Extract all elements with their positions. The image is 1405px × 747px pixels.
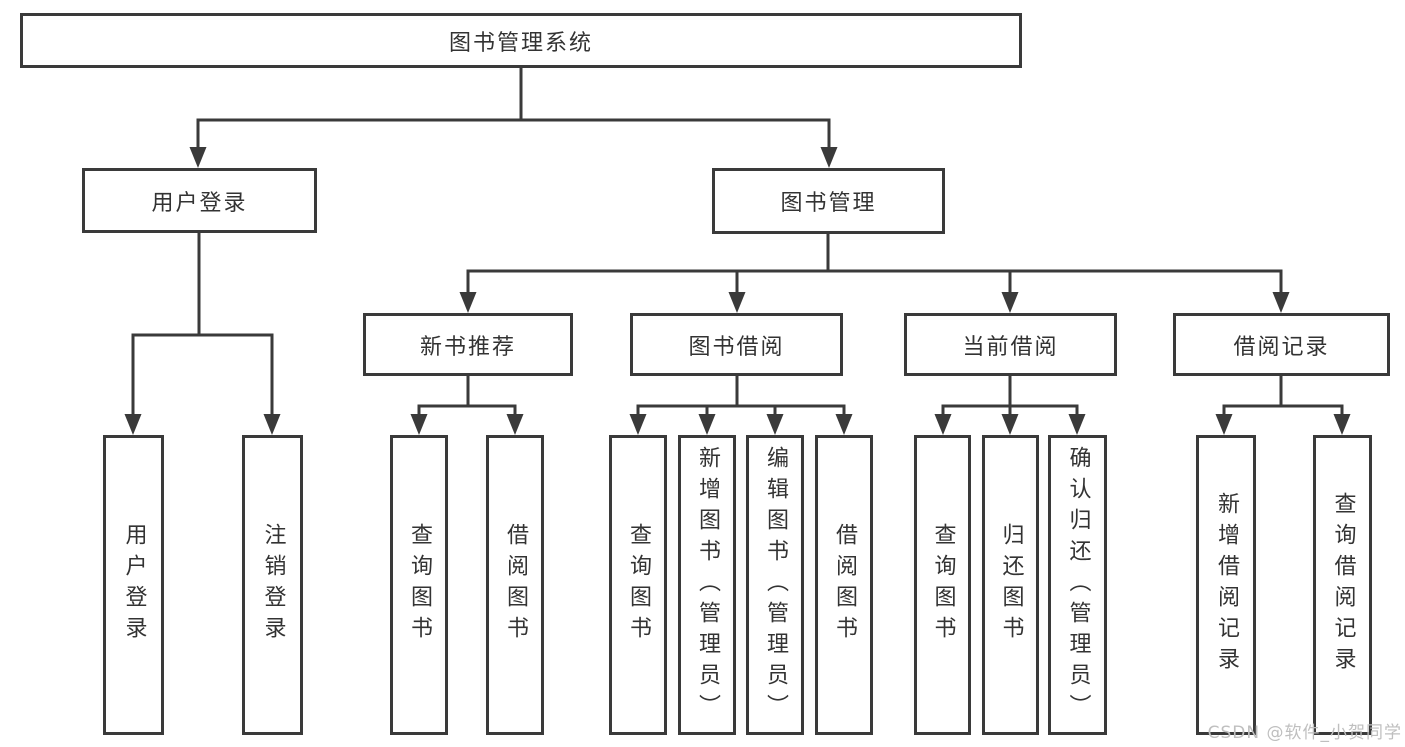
node-book-borrowing-label: 图书借阅 — [688, 334, 785, 360]
node-user-login-label: 用户登录 — [151, 190, 248, 216]
leaf-br-add-record: 新增借阅记录 — [1196, 435, 1256, 735]
connector-borrowing-records — [1215, 376, 1351, 435]
leaf-bb-borrow-books-label: 借阅图书 — [832, 523, 857, 647]
node-current-borrowing-label: 当前借阅 — [962, 334, 1059, 360]
leaf-cb-query-books-label: 查询图书 — [930, 523, 956, 647]
node-current-borrowing: 当前借阅 — [904, 313, 1117, 376]
leaf-cb-return-books: 归还图书 — [982, 435, 1039, 735]
leaf-nb-query-books-label: 查询图书 — [407, 523, 432, 647]
leaf-bb-edit-books-admin: 编辑图书（管理员） — [746, 435, 804, 735]
leaf-cb-confirm-return-admin-label: 确认归还（管理员） — [1065, 445, 1091, 725]
leaf-br-add-record-label: 新增借阅记录 — [1214, 492, 1239, 678]
leaf-logout-login-label: 注销登录 — [260, 523, 286, 647]
leaf-br-query-record: 查询借阅记录 — [1313, 435, 1372, 735]
node-book-management-label: 图书管理 — [780, 191, 877, 216]
node-borrowing-records-label: 借阅记录 — [1233, 334, 1330, 360]
leaf-bb-query-books: 查询图书 — [609, 435, 667, 735]
connector-root — [189, 68, 838, 168]
leaf-cb-return-books-label: 归还图书 — [998, 523, 1024, 647]
leaf-nb-borrow-books: 借阅图书 — [486, 435, 544, 735]
leaf-nb-query-books: 查询图书 — [390, 435, 448, 735]
leaf-user-login: 用户登录 — [103, 435, 164, 735]
leaf-bb-add-books-admin-label: 新增图书（管理员） — [695, 445, 720, 725]
connector-current-borrowing — [934, 376, 1086, 435]
node-root: 图书管理系统 — [20, 13, 1022, 68]
leaf-logout-login: 注销登录 — [242, 435, 303, 735]
node-root-label: 图书管理系统 — [448, 30, 593, 56]
node-borrowing-records: 借阅记录 — [1173, 313, 1390, 376]
node-book-management: 图书管理 — [712, 168, 945, 234]
leaf-bb-add-books-admin: 新增图书（管理员） — [678, 435, 736, 735]
connector-book-management — [459, 234, 1290, 313]
connector-book-borrowing — [629, 376, 853, 435]
node-new-book-recommendation: 新书推荐 — [363, 313, 573, 376]
leaf-cb-confirm-return-admin: 确认归还（管理员） — [1048, 435, 1107, 735]
leaf-bb-edit-books-admin-label: 编辑图书（管理员） — [763, 445, 788, 725]
connector-user-login — [124, 233, 281, 435]
leaf-br-query-record-label: 查询借阅记录 — [1330, 492, 1356, 678]
node-book-borrowing: 图书借阅 — [630, 313, 843, 376]
connector-new-book-recommendation — [410, 376, 524, 435]
leaf-nb-borrow-books-label: 借阅图书 — [503, 523, 528, 647]
watermark: CSDN @软件_小贺同学 — [1207, 723, 1402, 743]
leaf-cb-query-books: 查询图书 — [914, 435, 971, 735]
leaf-bb-query-books-label: 查询图书 — [626, 523, 651, 647]
node-new-book-recommendation-label: 新书推荐 — [419, 334, 516, 360]
leaf-user-login-label: 用户登录 — [121, 523, 147, 647]
leaf-bb-borrow-books: 借阅图书 — [815, 435, 873, 735]
node-user-login: 用户登录 — [82, 168, 317, 233]
